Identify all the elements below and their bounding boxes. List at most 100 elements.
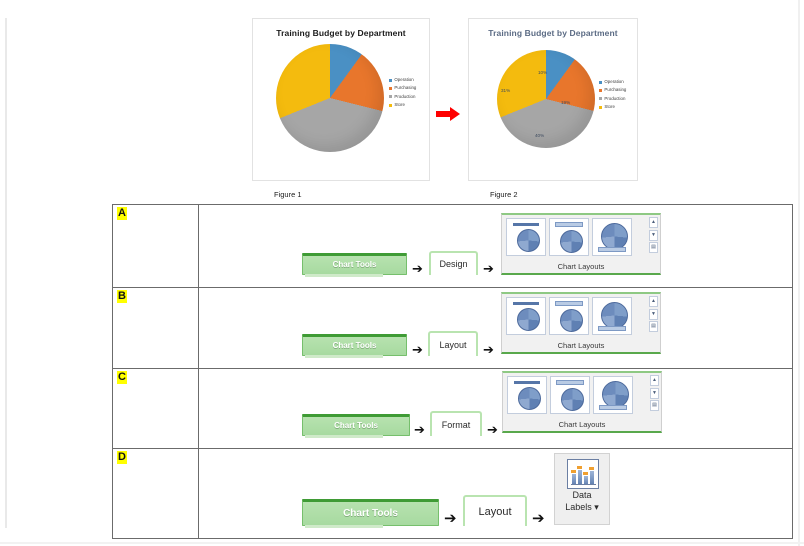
icon-bar: [584, 476, 588, 485]
chart-tools-label: Chart Tools: [334, 421, 378, 430]
legend-label: Store: [604, 104, 615, 110]
gallery-scroll-buttons[interactable]: ▲ ▼ ▤: [649, 296, 658, 332]
gallery-scroll-buttons[interactable]: ▲ ▼ ▤: [650, 375, 659, 411]
arrow-shaft: [436, 111, 452, 117]
chart-layout-thumb-2[interactable]: [549, 297, 589, 335]
answer-row-c[interactable]: C Chart Tools ➔ Format ➔: [113, 369, 792, 449]
answer-letter-b: B: [117, 290, 127, 303]
pie-icon: [518, 387, 541, 410]
gallery-more-icon[interactable]: ▤: [649, 321, 658, 332]
data-labels-label-line2: Labels ▾: [565, 501, 599, 512]
chart-tools-banner[interactable]: Chart Tools: [302, 334, 407, 358]
ribbon-tab-format[interactable]: Format: [430, 411, 482, 436]
ribbon-tab-layout[interactable]: Layout: [463, 495, 527, 526]
chart-layouts-gallery[interactable]: ▲ ▼ ▤ Chart Layouts: [501, 292, 661, 354]
chart-layout-thumb-1[interactable]: [506, 218, 546, 256]
data-labels-button-label: Data Labels ▾: [555, 490, 609, 513]
data-labels-button[interactable]: Data Labels ▾: [554, 453, 610, 525]
answer-row-b[interactable]: B Chart Tools ➔ Layout ➔: [113, 288, 792, 369]
chart-layout-thumb-2[interactable]: [549, 218, 589, 256]
page-edge-right: [798, 0, 800, 546]
gallery-more-icon[interactable]: ▤: [649, 242, 658, 253]
figure-2-chart-box: Training Budget by Department 10% 19% 40…: [468, 18, 638, 181]
pie-icon: [517, 308, 540, 331]
thumb-title-bar: [514, 381, 540, 384]
figure-1-chart-box: Training Budget by Department Operation …: [252, 18, 430, 181]
chart-tools-underline: [305, 525, 383, 528]
gallery-scroll-down-icon[interactable]: ▼: [649, 308, 658, 320]
thumb-title-bar: [513, 302, 539, 305]
thumb-title-box: [556, 380, 584, 385]
answer-options-table: A Chart Tools ➔ Design ➔: [112, 204, 793, 539]
icon-bar: [572, 474, 576, 485]
figure-1-chart-title: Training Budget by Department: [276, 28, 406, 38]
answer-letter-c: C: [117, 371, 127, 384]
ribbon-tab-design[interactable]: Design: [429, 251, 478, 275]
chart-tools-underline: [305, 435, 383, 438]
pie-icon: [602, 381, 629, 408]
thumb-title-bar: [513, 223, 539, 226]
legend-label: Store: [394, 102, 405, 108]
legend-swatch-icon: [599, 89, 602, 93]
data-labels-label-line1: Data: [572, 490, 592, 500]
gallery-scroll-up-icon[interactable]: ▲: [649, 296, 658, 307]
chart-layout-thumb-3[interactable]: [592, 218, 632, 256]
icon-axis: [571, 483, 596, 485]
legend-swatch-icon: [599, 105, 602, 109]
chart-tools-banner[interactable]: Chart Tools: [302, 499, 439, 528]
gallery-scroll-down-icon[interactable]: ▼: [649, 229, 658, 241]
icon-value-tag: [577, 466, 582, 469]
gallery-scroll-down-icon[interactable]: ▼: [650, 387, 659, 399]
legend-swatch-icon: [389, 95, 392, 99]
pie-icon: [517, 229, 540, 252]
legend-label: Operation: [394, 77, 414, 82]
figure-1-caption: Figure 1: [274, 190, 302, 199]
icon-value-tag: [589, 467, 594, 470]
legend-swatch-icon: [599, 80, 602, 84]
answer-letter-cell-a: A: [113, 205, 199, 287]
gallery-scroll-buttons[interactable]: ▲ ▼ ▤: [649, 217, 658, 253]
chart-layouts-gallery[interactable]: ▲ ▼ ▤ Chart Layouts: [501, 213, 661, 275]
chart-layouts-gallery[interactable]: ▲ ▼ ▤ Chart Layouts: [502, 371, 662, 433]
chart-tools-banner[interactable]: Chart Tools: [302, 253, 407, 277]
chart-layout-thumb-2[interactable]: [550, 376, 590, 414]
answer-letter-cell-d: D: [113, 449, 199, 538]
pie-icon: [560, 309, 583, 332]
gallery-scroll-up-icon[interactable]: ▲: [649, 217, 658, 228]
legend-label: Purchasing: [394, 85, 417, 91]
legend-label: Production: [394, 93, 416, 99]
ribbon-tab-label: Design: [439, 259, 468, 269]
chart-tools-label: Chart Tools: [332, 341, 377, 350]
answer-row-a[interactable]: A Chart Tools ➔ Design ➔: [113, 205, 792, 288]
answer-letter-cell-b: B: [113, 288, 199, 368]
chart-tools-banner[interactable]: Chart Tools: [302, 414, 410, 438]
figure-1-pie: [276, 44, 384, 152]
gallery-thumbnails: [507, 376, 633, 414]
gallery-thumbnails: [506, 297, 632, 335]
legend-item-operation: Operation: [389, 76, 416, 84]
ribbon-tab-layout[interactable]: Layout: [428, 331, 478, 356]
thumb-legend-box: [598, 247, 626, 252]
icon-bars: [571, 465, 596, 485]
icon-value-tag: [583, 472, 588, 475]
flow-arrow-icon: ➔: [444, 509, 457, 527]
gallery-more-icon[interactable]: ▤: [650, 400, 659, 411]
chart-layout-thumb-1[interactable]: [507, 376, 547, 414]
legend-item-operation: Operation: [599, 78, 626, 86]
legend-item-store: Store: [389, 101, 416, 109]
gallery-scroll-up-icon[interactable]: ▲: [650, 375, 659, 386]
chart-tools-underline: [305, 274, 383, 277]
chart-tools-label: Chart Tools: [343, 507, 398, 519]
figure-1-plot-area: Operation Purchasing Production Store: [253, 38, 429, 158]
pie-icon: [601, 302, 628, 329]
answer-row-d[interactable]: D Chart Tools ➔ Layout ➔: [113, 449, 792, 538]
flow-arrow-icon: ➔: [483, 262, 494, 277]
pie-icon: [560, 230, 583, 253]
flow-arrow-icon: ➔: [532, 509, 545, 527]
figure-2-chart-title: Training Budget by Department: [488, 28, 618, 38]
chart-layout-thumb-1[interactable]: [506, 297, 546, 335]
chart-layout-thumb-3[interactable]: [593, 376, 633, 414]
chart-layout-thumb-3[interactable]: [592, 297, 632, 335]
ribbon-tab-label: Layout: [439, 339, 467, 350]
